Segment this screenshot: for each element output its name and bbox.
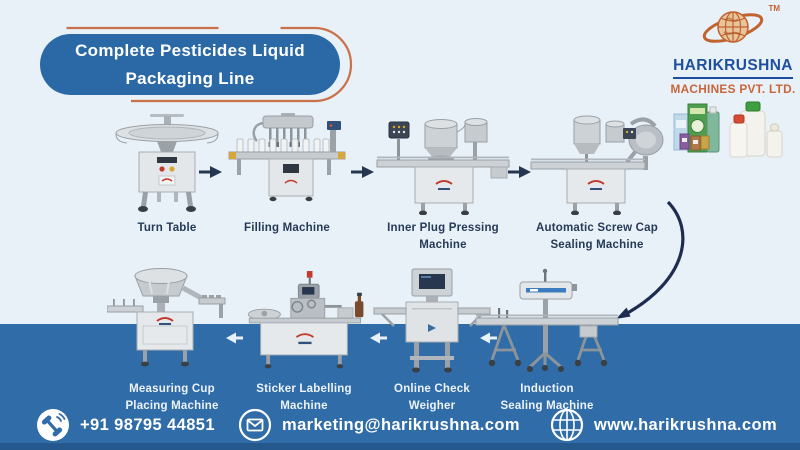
flow-arrow-left-icon: [480, 332, 497, 344]
website-url: www.harikrushna.com: [594, 415, 778, 434]
phone-icon: [37, 409, 69, 441]
flow-arrow-right-icon: [351, 166, 374, 178]
trademark-symbol: TM: [768, 4, 780, 13]
machine-screw-cap-sealing: Automatic Screw Cap Sealing Machine: [527, 112, 667, 255]
turn-table-illustration: [115, 114, 219, 212]
machine-label: Inner Plug Pressing Machine: [387, 222, 499, 252]
filling-machine-illustration: [228, 113, 346, 202]
flow-arrow-curved-down-icon: [616, 200, 685, 319]
contact-phone[interactable]: +91 98795 44851: [36, 408, 215, 442]
bottom-footer-strip: [0, 443, 800, 450]
globe-ring-icon: TM: [700, 4, 780, 55]
envelope-icon: [238, 408, 272, 442]
company-name: HARIKRUSHNA: [673, 57, 793, 79]
contact-website[interactable]: www.harikrushna.com: [550, 408, 777, 442]
induction-sealing-illustration: [475, 268, 619, 372]
flow-arrow-right-icon: [508, 166, 531, 178]
machine-filling: Filling Machine: [227, 112, 347, 237]
machine-turn-table: Turn Table: [112, 112, 222, 237]
bottom-blue-band: [0, 324, 800, 450]
flow-arrow-left-icon: [226, 332, 243, 344]
flow-arrow-left-icon: [370, 332, 387, 344]
automatic-screw-cap-sealing-machine-image: [527, 112, 667, 215]
banner-orange-outline: [28, 26, 353, 103]
page-title-line2: Packaging Line: [125, 68, 255, 88]
company-logo: TM HARIKRUSHNA MACHINES PVT. LTD.: [668, 4, 798, 96]
machine-online-check-weigher: Online Check Weigher: [372, 262, 492, 416]
phone-number: +91 98795 44851: [80, 415, 215, 434]
machine-label: Turn Table: [137, 222, 197, 234]
sticker-labelling-illustration: [247, 271, 364, 369]
filling-machine-image: [227, 112, 347, 215]
online-check-weigher-illustration: [373, 268, 491, 373]
induction-sealing-machine-image: [472, 262, 622, 376]
sticker-labelling-machine-image: [238, 262, 370, 376]
online-check-weigher-image: [372, 262, 492, 376]
inner-plug-pressing-machine-image: [373, 112, 513, 215]
measuring-cup-placing-illustration: [107, 268, 226, 367]
email-address: marketing@harikrushna.com: [282, 415, 520, 434]
screw-cap-sealing-illustration: [530, 115, 664, 215]
machine-label: Sticker Labelling Machine: [256, 383, 352, 413]
machine-inner-plug-pressing: Inner Plug Pressing Machine: [373, 112, 513, 255]
machine-sticker-labelling: Sticker Labelling Machine: [239, 262, 369, 416]
company-subtitle: MACHINES PVT. LTD.: [670, 82, 796, 96]
measuring-cup-placing-machine-image: [107, 262, 237, 376]
contact-email[interactable]: marketing@harikrushna.com: [238, 408, 520, 442]
machine-label: Filling Machine: [243, 222, 331, 234]
globe-icon: [550, 408, 584, 442]
title-banner: Complete Pesticides Liquid Packaging Lin…: [28, 26, 354, 104]
turn-table-image: [112, 112, 222, 215]
pesticide-products-image: [672, 96, 798, 175]
flow-arrow-right-icon: [199, 166, 222, 178]
machine-label: Automatic Screw Cap Sealing Machine: [535, 222, 659, 252]
machine-induction-sealing: Induction Sealing Machine: [472, 262, 622, 416]
inner-plug-pressing-illustration: [376, 118, 510, 215]
page-title: Complete Pesticides Liquid Packaging Lin…: [40, 34, 340, 95]
page-title-line1: Complete Pesticides Liquid: [75, 41, 305, 61]
machine-label: Measuring Cup Placing Machine: [125, 383, 219, 413]
machine-label: Online Check Weigher: [394, 383, 470, 413]
machine-measuring-cup-placing: Measuring Cup Placing Machine: [107, 262, 237, 416]
